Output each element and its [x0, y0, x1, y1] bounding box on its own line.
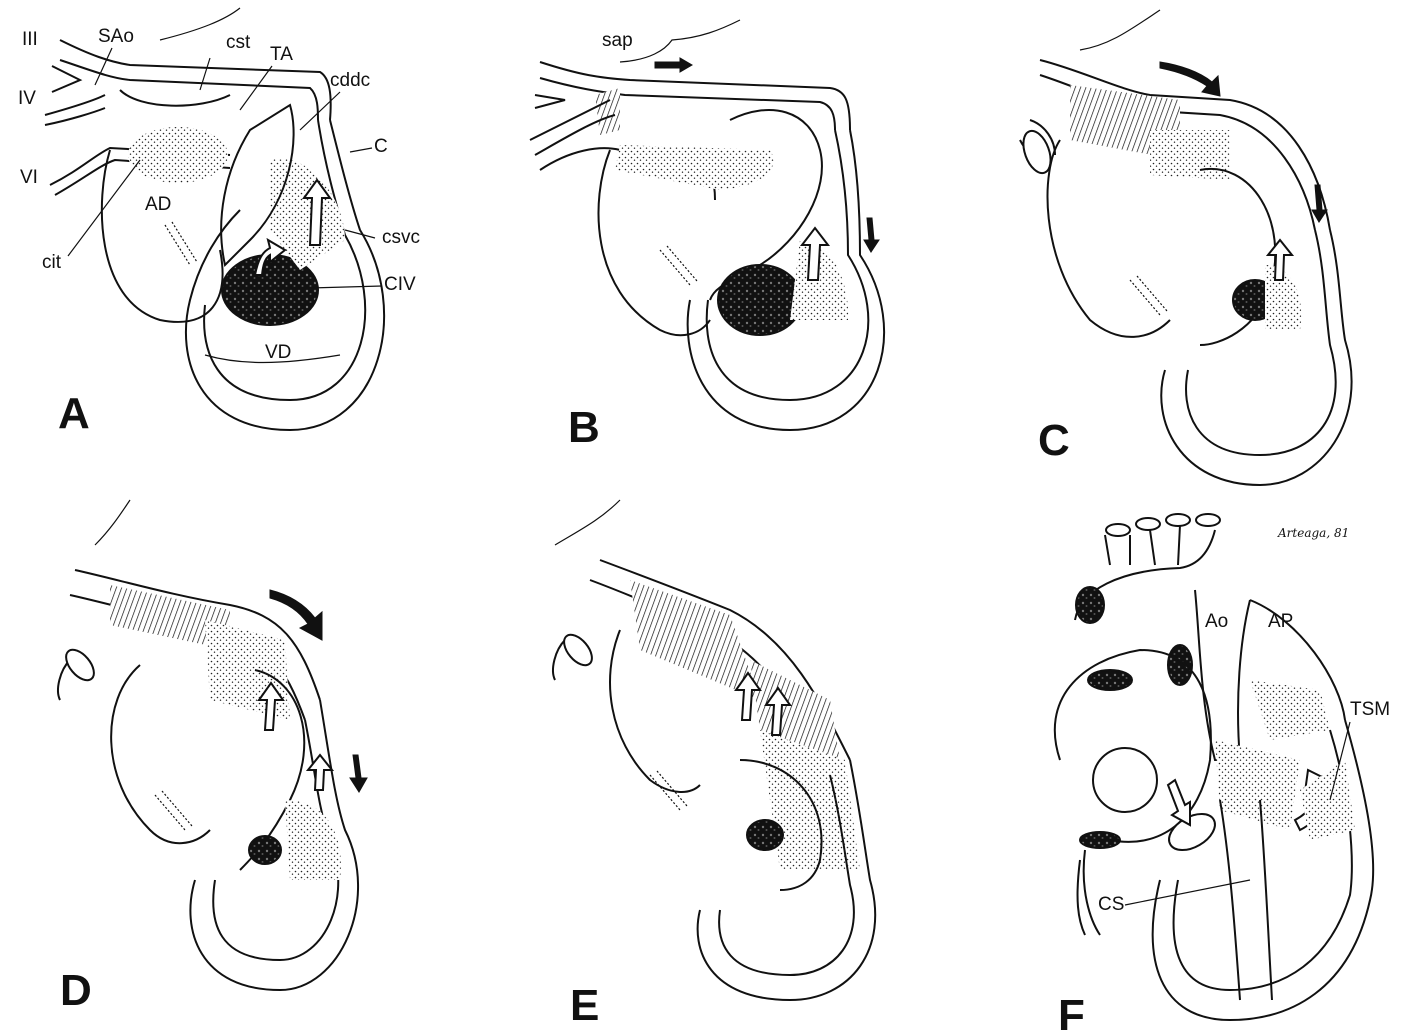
label-VI: VI — [20, 167, 38, 188]
panel-letter-a: A — [58, 389, 90, 438]
label-CIV: CIV — [384, 274, 416, 295]
label-Ao: Ao — [1205, 611, 1228, 632]
label-AP: AP — [1268, 611, 1293, 632]
label-cst: cst — [226, 32, 251, 53]
panel-letter-c: C — [1038, 416, 1070, 465]
label-AD: AD — [145, 194, 171, 215]
label-III: III — [22, 29, 38, 50]
panel-letter-d: D — [60, 966, 92, 1015]
label-IV: IV — [18, 88, 36, 109]
panel-letter-e: E — [570, 981, 599, 1030]
panel-letter-b: B — [568, 403, 600, 452]
label-VD: VD — [265, 342, 291, 363]
label-cit: cit — [42, 252, 62, 273]
label-SAo: SAo — [98, 26, 134, 47]
panel-c — [1018, 10, 1351, 485]
panel-b — [530, 20, 884, 430]
label-cddc: cddc — [330, 70, 370, 91]
panel-a-labels: III IV VI SAo cst TA cddc C AD cit csvc … — [18, 26, 420, 363]
label-csvc: csvc — [382, 227, 420, 248]
signature: Arteaga, 81 — [1277, 526, 1349, 540]
label-C: C — [374, 136, 388, 157]
panel-letter-f: F — [1058, 991, 1085, 1036]
panel-e — [553, 500, 875, 1000]
panel-d — [58, 500, 367, 990]
label-TSM: TSM — [1350, 699, 1390, 720]
label-CS: CS — [1098, 894, 1124, 915]
label-sap: sap — [602, 30, 633, 51]
panel-f — [1055, 514, 1373, 1020]
label-TA: TA — [270, 44, 293, 65]
